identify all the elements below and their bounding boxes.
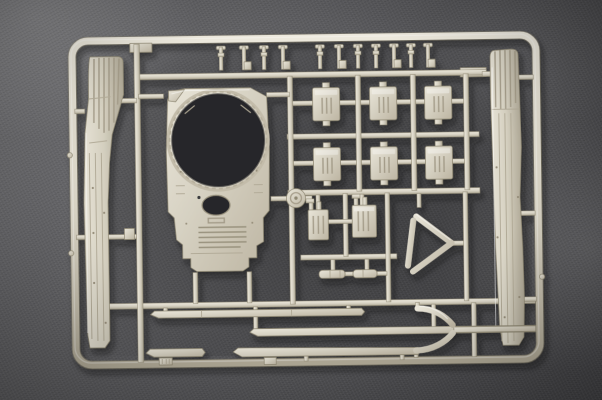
left-side-skirt xyxy=(83,56,124,349)
engine-grilles xyxy=(198,226,247,249)
skirt-strip xyxy=(150,307,365,319)
pincer-fork xyxy=(413,305,456,354)
hatch-opening xyxy=(202,195,231,216)
small-cylinders xyxy=(318,269,378,279)
small-block xyxy=(263,357,277,365)
plate-corner-detail xyxy=(168,89,185,103)
clip-boxes xyxy=(305,193,377,241)
gate-stub xyxy=(68,250,75,257)
clip-box xyxy=(351,193,377,238)
turret-ring-opening xyxy=(172,94,265,187)
roadwheel-disc xyxy=(286,188,306,208)
skirt-strip xyxy=(145,348,206,358)
skirt-strips xyxy=(145,307,537,366)
sprue-frame xyxy=(66,30,546,370)
sprue xyxy=(66,30,546,370)
hull-roof-plate xyxy=(165,87,270,272)
gate-stub xyxy=(66,152,73,159)
gate-stub xyxy=(539,273,546,280)
v-bracket xyxy=(404,213,455,275)
right-side-skirt xyxy=(489,48,525,346)
clip-box xyxy=(305,198,329,241)
